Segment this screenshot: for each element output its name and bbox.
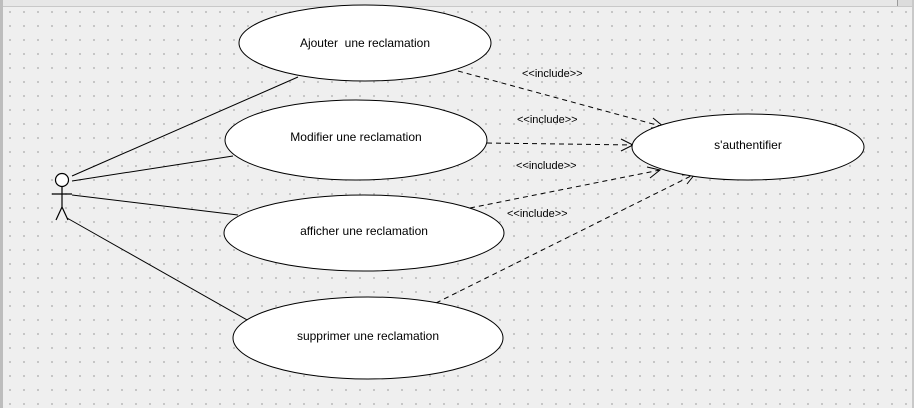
window-corner — [897, 0, 914, 6]
actor-left-leg — [55, 206, 63, 221]
window-left-border — [0, 0, 3, 408]
associations — [66, 76, 299, 326]
include-label-afficher: <<include>> — [516, 160, 577, 172]
use-case-label: s'authentifier — [714, 138, 782, 152]
association-modifier[interactable] — [71, 155, 234, 182]
include-label-ajouter: <<include>> — [522, 68, 583, 80]
include-line-modifier[interactable] — [486, 142, 634, 146]
use-case-ajouter[interactable]: Ajouter une reclamation — [238, 4, 492, 82]
association-ajouter[interactable] — [71, 76, 299, 177]
actor-head — [54, 172, 70, 188]
include-arrowhead-afficher — [646, 166, 662, 179]
use-case-label: afficher une reclamation — [300, 224, 428, 238]
include-line-supprimer[interactable] — [435, 173, 696, 304]
association-supprimer[interactable] — [66, 217, 257, 326]
use-case-label: Modifier une reclamation — [290, 130, 421, 144]
actor-right-leg — [61, 206, 69, 221]
use-case-label: supprimer une reclamation — [297, 329, 439, 343]
use-case-label: Ajouter une reclamation — [300, 36, 430, 50]
window-top-border — [0, 0, 914, 7]
include-dependencies — [435, 70, 697, 304]
window-right-border — [912, 0, 914, 408]
include-label-supprimer: <<include>> — [507, 208, 568, 220]
actor[interactable] — [52, 172, 72, 221]
include-label-modifier: <<include>> — [517, 114, 578, 126]
include-line-afficher[interactable] — [469, 169, 661, 209]
use-case-afficher[interactable]: afficher une reclamation — [223, 194, 505, 272]
use-case-modifier[interactable]: Modifier une reclamation — [224, 99, 488, 181]
association-afficher[interactable] — [71, 194, 239, 216]
use-case-authentifier[interactable]: s'authentifier — [631, 113, 865, 181]
use-case-supprimer[interactable]: supprimer une reclamation — [232, 296, 504, 380]
